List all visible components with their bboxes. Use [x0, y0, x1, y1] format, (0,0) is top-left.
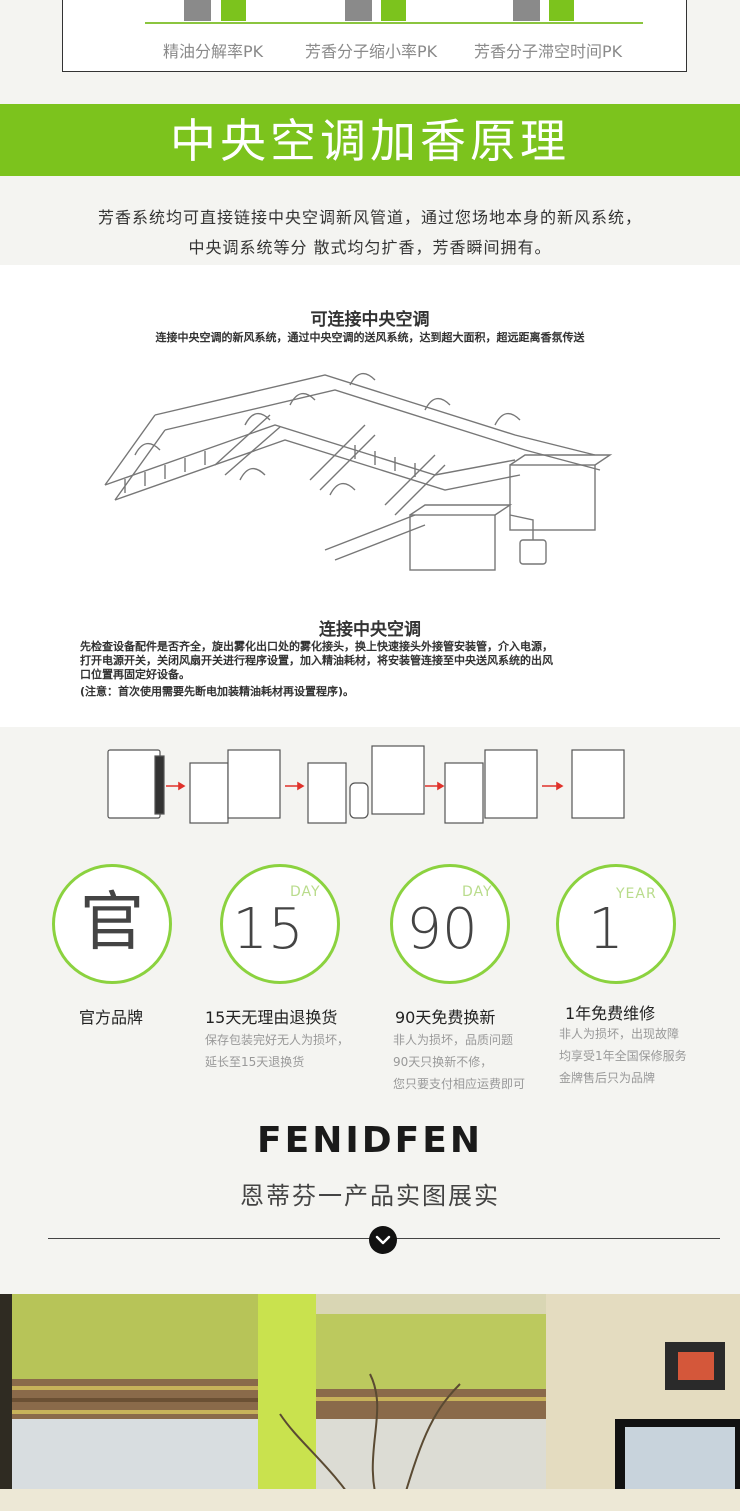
- fifteen-day-desc: 保存包装完好无人为损坏， 延长至15天退换货: [205, 1029, 349, 1073]
- pk-bar-green-2: [381, 0, 406, 21]
- ninety-day-unit: DAY: [462, 884, 493, 900]
- official-brand-glyph: 官: [80, 886, 144, 960]
- intro-line-1: 芳香系统均可直接链接中央空调新风管道，通过您场地本身的新风系统，: [97, 208, 642, 227]
- section-title: 中央空调加香原理: [170, 114, 570, 168]
- ninety-day-title: 90天免费换新: [395, 1008, 496, 1027]
- fifteen-day-desc-line: 延长至15天退换货: [205, 1055, 305, 1069]
- brand-subtitle: 恩蒂芬一产品实图展实: [240, 1182, 500, 1210]
- fifteen-day-title: 15天无理由退换货: [205, 1008, 338, 1027]
- pk-bar-gray-1: [184, 0, 211, 21]
- connect-title: 连接中央空调: [319, 620, 421, 640]
- fifteen-day-unit: DAY: [290, 884, 321, 900]
- pk-bar-gray-2: [345, 0, 372, 21]
- ninety-day-desc-line: 您只要支付相应运费即可: [393, 1077, 526, 1091]
- duct-system-illustration: [104, 372, 613, 571]
- pk-comparison-card: 精油分解率PK 芳香分子缩小率PK 芳香分子滞空时间PK: [62, 0, 687, 72]
- pk-label-1: 精油分解率PK: [163, 42, 264, 61]
- ninety-day-desc-line: 90天只换新不修，: [393, 1055, 493, 1069]
- one-year-desc-line: 均享受1年全国保修服务: [559, 1049, 687, 1063]
- ninety-day-circle: [390, 864, 510, 984]
- chevron-down-icon: [375, 1235, 391, 1245]
- one-year-circle: [556, 864, 676, 984]
- one-year-number: 1: [588, 897, 624, 962]
- brand-name: FENIDFEN: [257, 1120, 483, 1161]
- fifteen-day-circle: [220, 864, 340, 984]
- connect-instructions: 先检查设备配件是否齐全，旋出雾化出口处的雾化接头，换上快速接头外接管安装管，介入…: [80, 640, 690, 699]
- one-year-desc-line: 非人为损坏，出现故障: [559, 1027, 680, 1041]
- official-brand-title: 官方品牌: [79, 1008, 144, 1027]
- connect-line-1: 先检查设备配件是否齐全，旋出雾化出口处的雾化接头，换上快速接头外接管安装管，介入…: [80, 640, 553, 653]
- pk-bar-green-3: [549, 0, 574, 21]
- pk-bar-gray-3: [513, 0, 540, 21]
- pk-label-2: 芳香分子缩小率PK: [305, 42, 438, 61]
- section-banner: [0, 104, 740, 176]
- one-year-title: 1年免费维修: [565, 1004, 656, 1023]
- intro-line-2: 中央调系统等分 散式均匀扩香，芳香瞬间拥有。: [188, 238, 552, 257]
- diagram-panel: [0, 265, 740, 727]
- connect-line-2: 打开电源开关，关闭风扇开关进行程序设置，加入精油耗材，将安装管连接至中央送风系统…: [80, 654, 553, 667]
- one-year-desc-line: 金牌售后只为品牌: [559, 1071, 656, 1085]
- ninety-day-desc-line: 非人为损坏，品质问题: [393, 1033, 514, 1047]
- diagram-subtitle: 连接中央空调的新风系统，通过中央空调的送风系统，达到超大面积，超远距离香氛传送: [155, 331, 585, 344]
- connect-note: (注意：首次使用需要先断电加装精油耗材再设置程序)。: [80, 685, 355, 698]
- fifteen-day-number: 15: [232, 897, 304, 962]
- connect-line-3: 口位置再固定好设备。: [80, 668, 190, 681]
- official-brand-circle: [52, 864, 172, 984]
- ninety-day-desc: 非人为损坏，品质问题 90天只换新不修， 您只要支付相应运费即可: [393, 1029, 525, 1095]
- room-photo: [0, 1294, 740, 1511]
- pk-label-3: 芳香分子滞空时间PK: [474, 42, 623, 61]
- pk-bar-green-1: [221, 0, 246, 21]
- scroll-down-button[interactable]: [369, 1226, 397, 1254]
- install-steps-illustration: [107, 745, 625, 824]
- one-year-desc: 非人为损坏，出现故障 均享受1年全国保修服务 金牌售后只为品牌: [559, 1023, 687, 1089]
- one-year-unit: YEAR: [616, 886, 657, 902]
- ninety-day-number: 90: [406, 897, 478, 962]
- diagram-title: 可连接中央空调: [310, 310, 430, 330]
- pk-axis-line: [145, 22, 643, 24]
- fifteen-day-desc-line: 保存包装完好无人为损坏，: [205, 1033, 350, 1047]
